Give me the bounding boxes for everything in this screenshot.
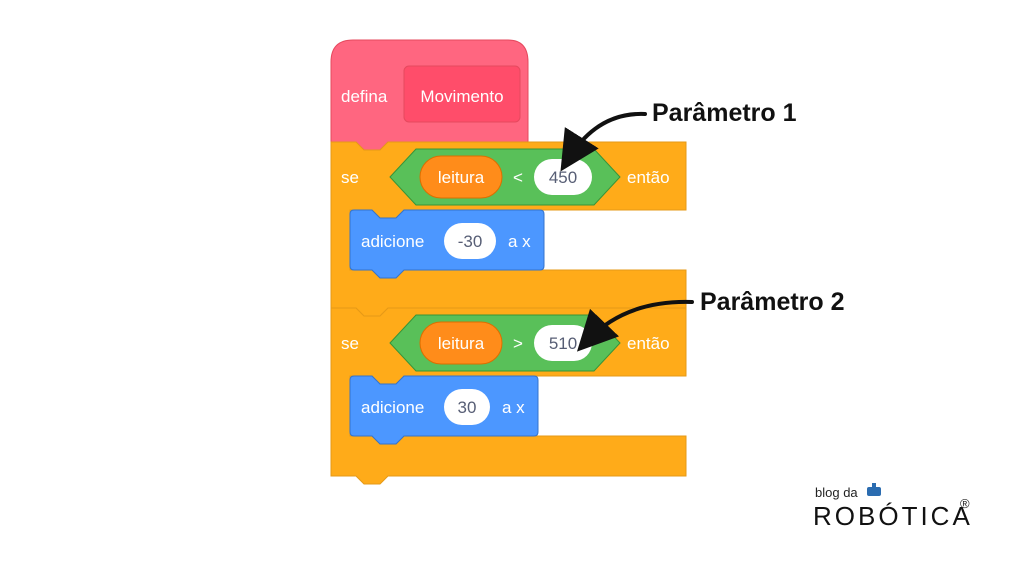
variable-reporter[interactable] [419, 321, 503, 365]
add-label: adicione [361, 232, 424, 251]
variable-label: leitura [438, 168, 485, 187]
condition-greater-than[interactable]: leitura > 510 [389, 314, 621, 372]
add-suffix: a x [508, 232, 531, 251]
logo-big-text: ROBÓTICA [813, 501, 973, 531]
add-x-block-body [349, 375, 539, 445]
logo-registered-mark: ® [960, 496, 970, 511]
then-keyword: então [627, 334, 670, 353]
add-value-input[interactable] [444, 389, 490, 425]
add-value-text: -30 [458, 232, 483, 251]
define-name: Movimento [420, 87, 503, 106]
annotation-param1: Parâmetro 1 [560, 99, 797, 172]
add-x-block[interactable]: adicione -30 a x [349, 209, 545, 279]
annotation-param2-arrow [576, 299, 694, 352]
annotation-param2-label: Parâmetro 2 [700, 288, 845, 316]
add-value-text: 30 [458, 398, 477, 417]
operator-symbol: > [513, 334, 523, 353]
then-keyword: então [627, 168, 670, 187]
add-suffix: a x [502, 398, 525, 417]
add-x-block[interactable]: adicione 30 a x [349, 375, 539, 445]
annotation-param1-arrow [560, 111, 647, 172]
if-block-2[interactable]: se leitura > 510 então adicione 30 a x [330, 307, 687, 485]
add-value-input[interactable] [444, 223, 496, 259]
annotation-param1-label: Parâmetro 1 [652, 99, 797, 127]
if-block-1[interactable]: se leitura < 450 então adicione -30 a x [330, 141, 687, 317]
blog-da-robotica-logo: blog da ROBÓTICA ® [813, 483, 973, 531]
define-keyword: defina [341, 87, 388, 106]
annotation-param2: Parâmetro 2 [576, 288, 845, 352]
variable-reporter[interactable] [419, 155, 503, 199]
robot-icon [867, 483, 881, 496]
define-name-slot[interactable] [403, 65, 521, 123]
if-keyword: se [341, 168, 359, 187]
condition-less-than[interactable]: leitura < 450 [389, 148, 621, 206]
if-keyword: se [341, 334, 359, 353]
operator-symbol: < [513, 168, 523, 187]
logo-small-text: blog da [815, 485, 858, 500]
value-text: 450 [549, 168, 577, 187]
variable-label: leitura [438, 334, 485, 353]
value-text: 510 [549, 334, 577, 353]
add-label: adicione [361, 398, 424, 417]
define-block[interactable]: defina Movimento [330, 39, 529, 151]
